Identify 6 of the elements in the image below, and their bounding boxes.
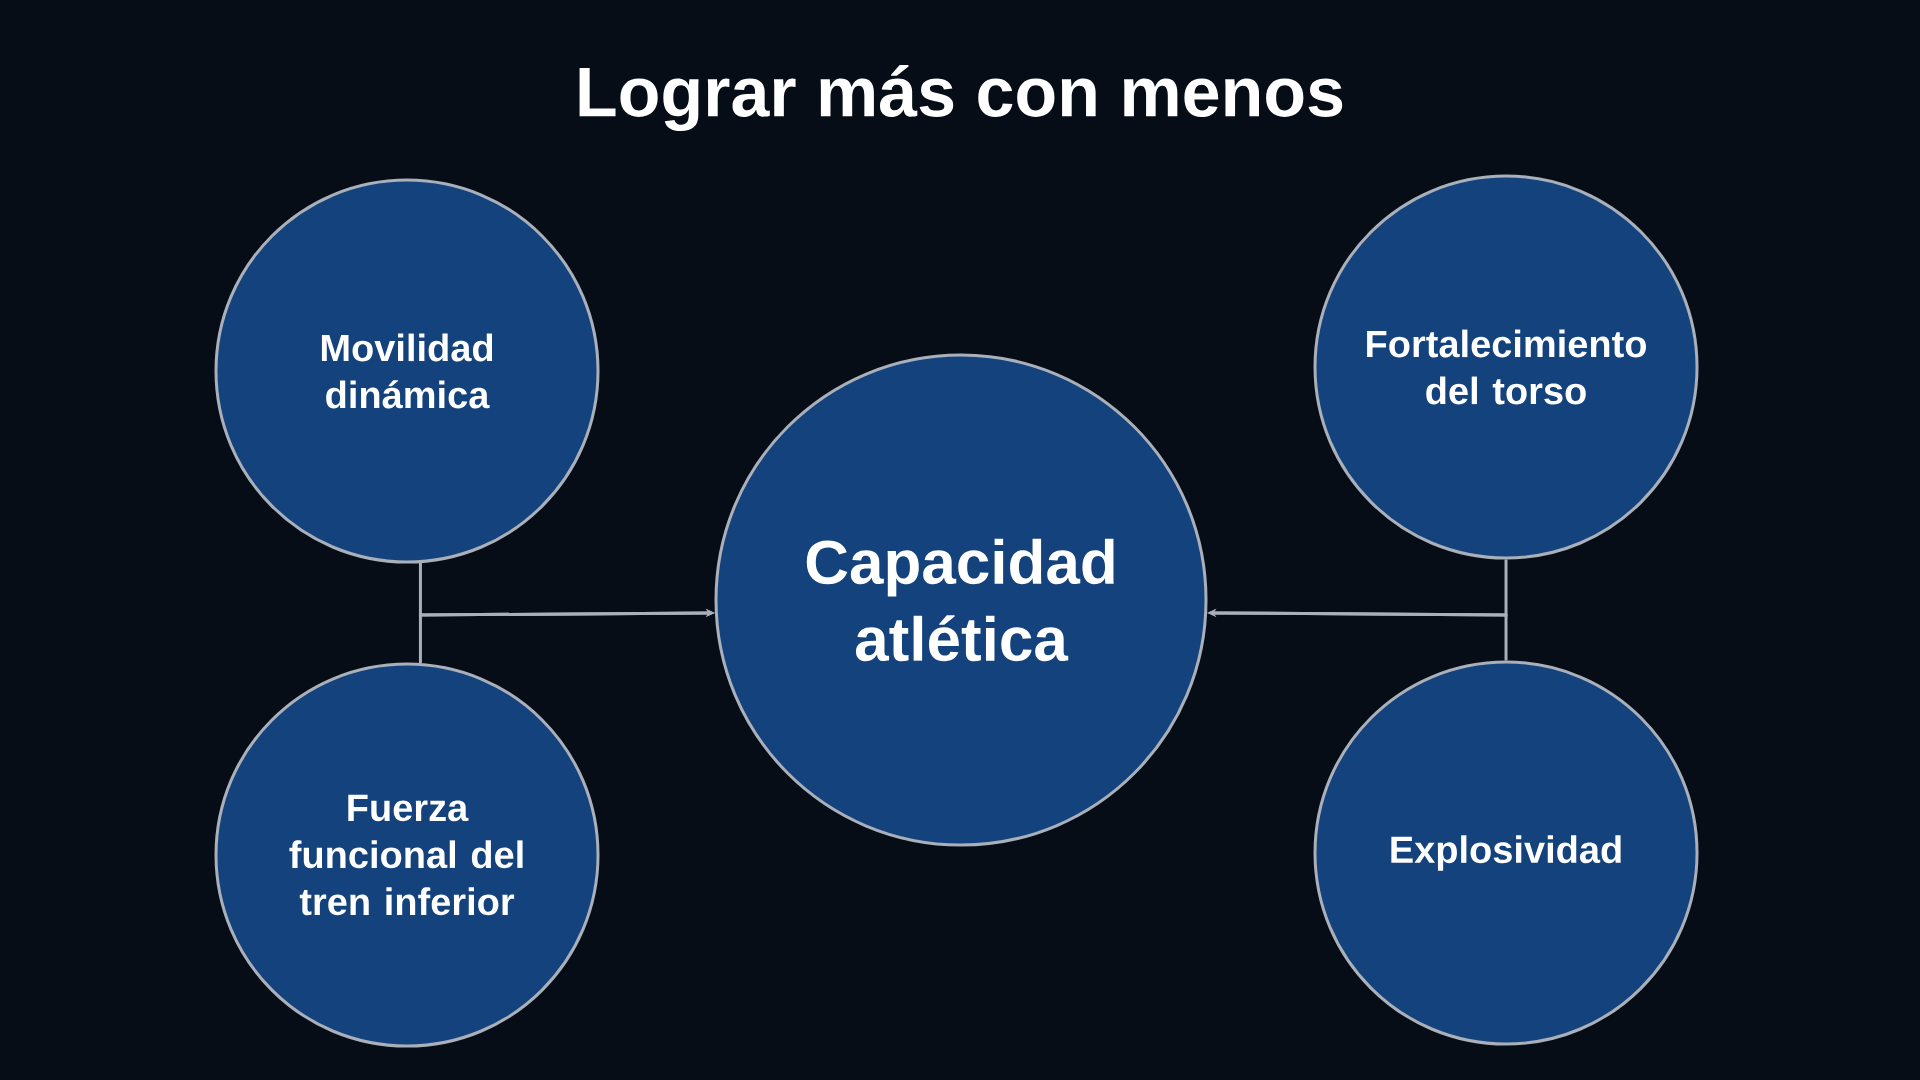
circle-node: Fuerza funcional del tren inferior <box>214 662 600 1048</box>
title: Lograr más con menos <box>579 64 1343 132</box>
circle-node: Capacidad atlética <box>714 353 1208 847</box>
circle-node: Movilidad dinámica <box>214 178 600 564</box>
circle-node: Fortalecimiento del torso <box>1313 174 1699 560</box>
circle-node: Explosividad <box>1313 660 1699 1046</box>
